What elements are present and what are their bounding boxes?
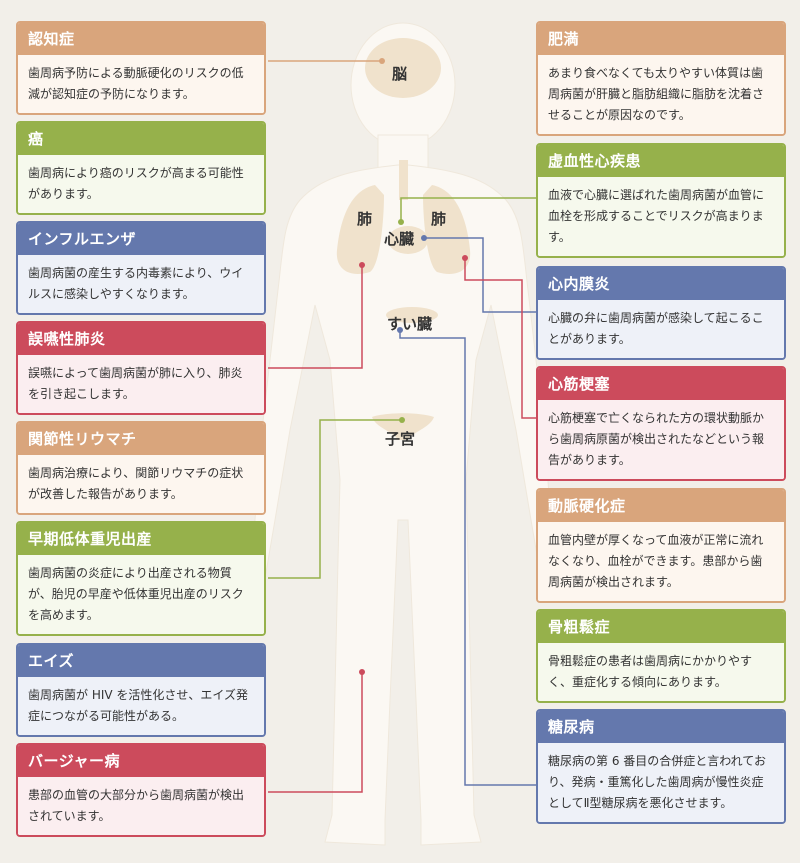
right-lung-shape <box>423 185 471 274</box>
card-text: 歯周病菌が HIV を活性化させ、エイズ発症につながる可能性がある。 <box>18 677 264 735</box>
line-endocarditis <box>424 237 536 313</box>
card-arterio: 動脈硬化症 血管内壁が厚くなって血液が正常に流れなくなり、血栓ができます。患部か… <box>536 488 786 603</box>
card-diabetes: 糖尿病 糖尿病の第 6 番目の合併症と言われており、発病・重篤化した歯周病が慢性… <box>536 709 786 824</box>
connector-lines <box>268 58 536 793</box>
card-buerger: バージャー病 患部の血管の大部分から歯周病菌が検出されています。 <box>16 743 266 837</box>
card-infarction: 心筋梗塞 心筋梗塞で亡くなられた方の環状動脈から歯周病原菌が検出されたなどという… <box>536 366 786 481</box>
organ-label-uterus: 子宮 <box>385 430 416 448</box>
card-text: 血管内壁が厚くなって血液が正常に流れなくなり、血栓ができます。患部から歯周病菌が… <box>538 522 784 601</box>
card-text: 心臓の弁に歯周病菌が感染して起こることがあります。 <box>538 300 784 358</box>
organ-label-left-lung: 肺 <box>357 210 373 228</box>
line-diabetes <box>399 330 536 786</box>
organ-label-pancreas: すい臓 <box>387 315 433 333</box>
card-text: 歯周病予防による動脈硬化のリスクの低減が認知症の予防になります。 <box>18 55 264 113</box>
organ-label-heart: 心臓 <box>384 230 415 248</box>
line-infarction <box>464 258 536 419</box>
card-title: 肥満 <box>538 23 784 55</box>
pancreas-shape <box>386 307 438 323</box>
card-title: 糖尿病 <box>538 711 784 743</box>
organ-label-right-lung: 肺 <box>431 210 447 228</box>
card-text: 糖尿病の第 6 番目の合併症と言われており、発病・重篤化した歯周病が慢性炎症とし… <box>538 743 784 822</box>
card-title: エイズ <box>18 645 264 677</box>
card-text: あまり食べなくても太りやすい体質は歯周病菌が肝臓と脂肪組織に脂肪を沈着させること… <box>538 55 784 134</box>
card-title: 関節性リウマチ <box>18 423 264 455</box>
card-text: 誤嚥によって歯周病菌が肺に入り、肺炎を引き起こします。 <box>18 355 264 413</box>
card-obesity: 肥満 あまり食べなくても太りやすい体質は歯周病菌が肝臓と脂肪組織に脂肪を沈着させ… <box>536 21 786 136</box>
card-text: 患部の血管の大部分から歯周病菌が検出されています。 <box>18 777 264 835</box>
card-osteo: 骨粗鬆症 骨粗鬆症の患者は歯周病にかかりやすく、重症化する傾向にあります。 <box>536 609 786 703</box>
card-title: 誤嚥性肺炎 <box>18 323 264 355</box>
card-title: 早期低体重児出産 <box>18 523 264 555</box>
card-title: 心内膜炎 <box>538 268 784 300</box>
heart-shape <box>388 226 428 254</box>
left-lung-shape <box>336 185 384 274</box>
card-ischemic: 虚血性心疾患 血液で心臓に選ばれた歯周病菌が血管に血栓を形成することでリスクが高… <box>536 143 786 258</box>
line-ischemic <box>400 197 536 222</box>
card-text: 骨粗鬆症の患者は歯周病にかかりやすく、重症化する傾向にあります。 <box>538 643 784 701</box>
line-preterm <box>268 419 402 579</box>
card-text: 心筋梗塞で亡くなられた方の環状動脈から歯周病原菌が検出されたなどという報告があり… <box>538 400 784 479</box>
card-dementia: 認知症 歯周病予防による動脈硬化のリスクの低減が認知症の予防になります。 <box>16 21 266 115</box>
card-rheumatism: 関節性リウマチ 歯周病治療により、関節リウマチの症状が改善した報告があります。 <box>16 421 266 515</box>
card-text: 歯周病により癌のリスクが高まる可能性があります。 <box>18 155 264 213</box>
card-title: 骨粗鬆症 <box>538 611 784 643</box>
brain-shape <box>365 38 441 98</box>
card-title: 動脈硬化症 <box>538 490 784 522</box>
card-text: 歯周病菌の炎症により出産される物質が、胎児の早産や低体重児出産のリスクを高めます… <box>18 555 264 634</box>
organ-shapes <box>336 38 471 440</box>
line-pneumonia <box>268 265 363 369</box>
card-influenza: インフルエンザ 歯周病菌の産生する内毒素により、ウイルスに感染しやすくなります。 <box>16 221 266 315</box>
card-title: バージャー病 <box>18 745 264 777</box>
card-endocarditis: 心内膜炎 心臓の弁に歯周病菌が感染して起こることがあります。 <box>536 266 786 360</box>
card-text: 歯周病治療により、関節リウマチの症状が改善した報告があります。 <box>18 455 264 513</box>
card-title: 虚血性心疾患 <box>538 145 784 177</box>
card-title: 認知症 <box>18 23 264 55</box>
card-title: インフルエンザ <box>18 223 264 255</box>
card-pneumonia: 誤嚥性肺炎 誤嚥によって歯周病菌が肺に入り、肺炎を引き起こします。 <box>16 321 266 415</box>
trachea-shape <box>399 160 408 200</box>
card-cancer: 癌 歯周病により癌のリスクが高まる可能性があります。 <box>16 121 266 215</box>
card-title: 心筋梗塞 <box>538 368 784 400</box>
line-buerger <box>268 672 363 793</box>
card-title: 癌 <box>18 123 264 155</box>
card-aids: エイズ 歯周病菌が HIV を活性化させ、エイズ発症につながる可能性がある。 <box>16 643 266 737</box>
card-text: 血液で心臓に選ばれた歯周病菌が血管に血栓を形成することでリスクが高まります。 <box>538 177 784 256</box>
card-preterm: 早期低体重児出産 歯周病菌の炎症により出産される物質が、胎児の早産や低体重児出産… <box>16 521 266 636</box>
card-text: 歯周病菌の産生する内毒素により、ウイルスに感染しやすくなります。 <box>18 255 264 313</box>
organ-label-brain: 脳 <box>392 65 408 83</box>
